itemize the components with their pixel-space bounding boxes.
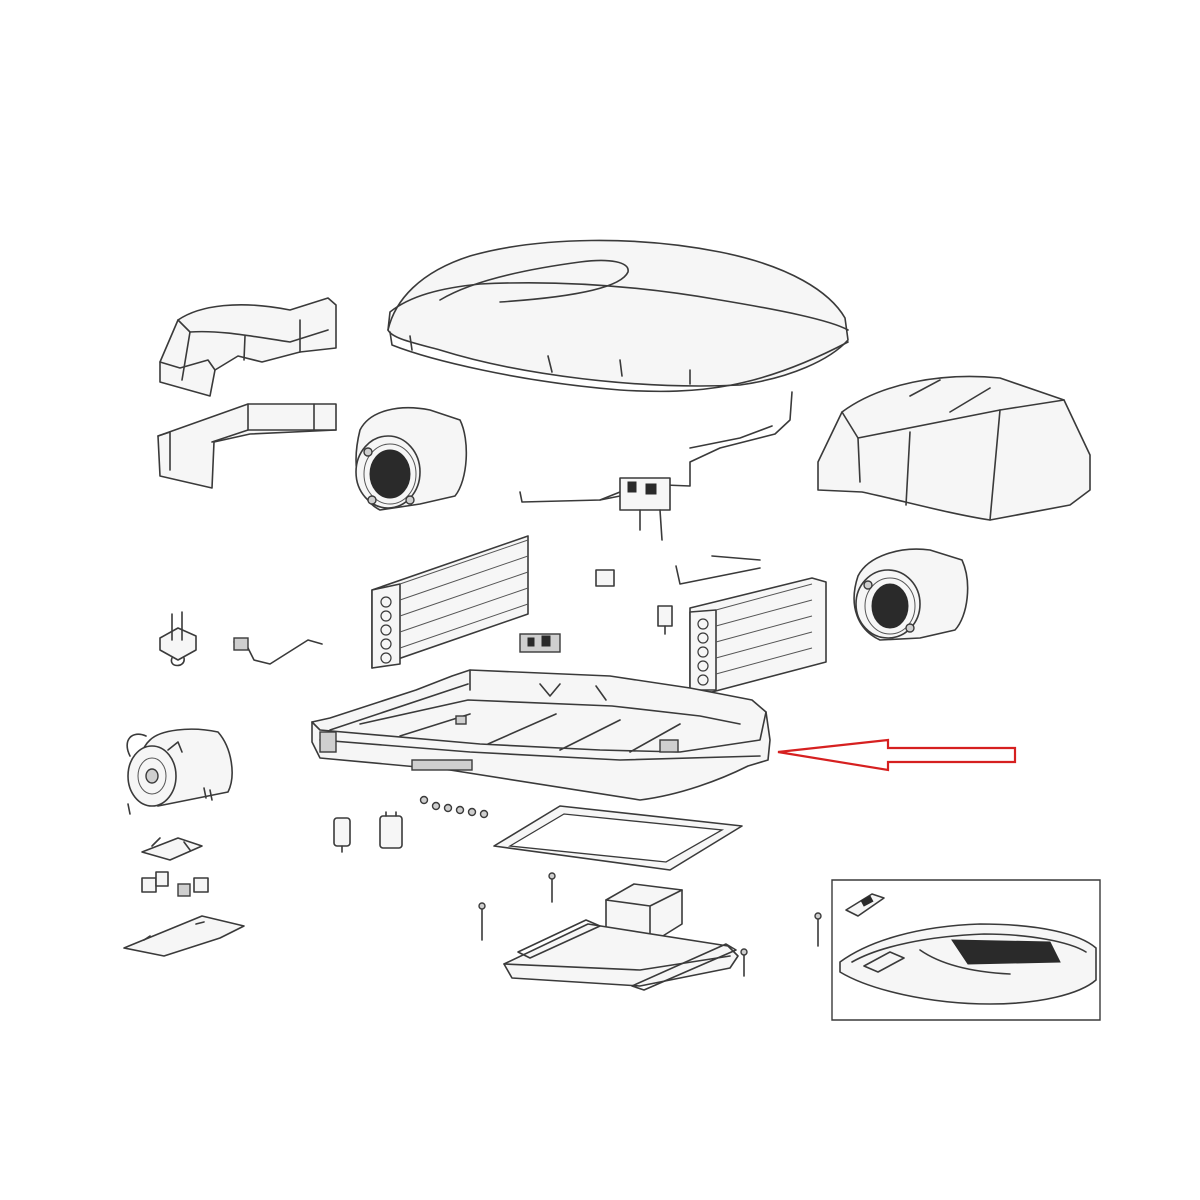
wiring-harness bbox=[519, 391, 793, 503]
mounting-frame bbox=[503, 919, 739, 991]
base-tray bbox=[311, 669, 771, 801]
clips bbox=[141, 871, 209, 897]
mounting-plate bbox=[123, 915, 245, 957]
remote-control bbox=[845, 893, 885, 917]
condenser-coil bbox=[675, 555, 827, 693]
valve-assembly bbox=[159, 611, 323, 667]
compressor bbox=[126, 728, 233, 815]
front-air-duct bbox=[159, 297, 337, 397]
mounting-bracket bbox=[141, 837, 203, 861]
capacitors bbox=[333, 811, 403, 853]
screws bbox=[419, 795, 489, 819]
rear-duct-frame bbox=[157, 403, 337, 489]
sensor bbox=[595, 569, 673, 635]
rear-fan-cover bbox=[817, 375, 1091, 521]
top-cover-shroud bbox=[387, 239, 849, 393]
mounting-bolts bbox=[478, 872, 822, 977]
gasket bbox=[493, 805, 743, 871]
evaporator-coil bbox=[371, 535, 529, 669]
condenser-blower bbox=[853, 548, 969, 641]
highlight-arrow bbox=[777, 738, 1017, 772]
evaporator-blower bbox=[355, 407, 468, 511]
inset-interior-assembly bbox=[831, 879, 1101, 1021]
control-board bbox=[519, 477, 671, 653]
